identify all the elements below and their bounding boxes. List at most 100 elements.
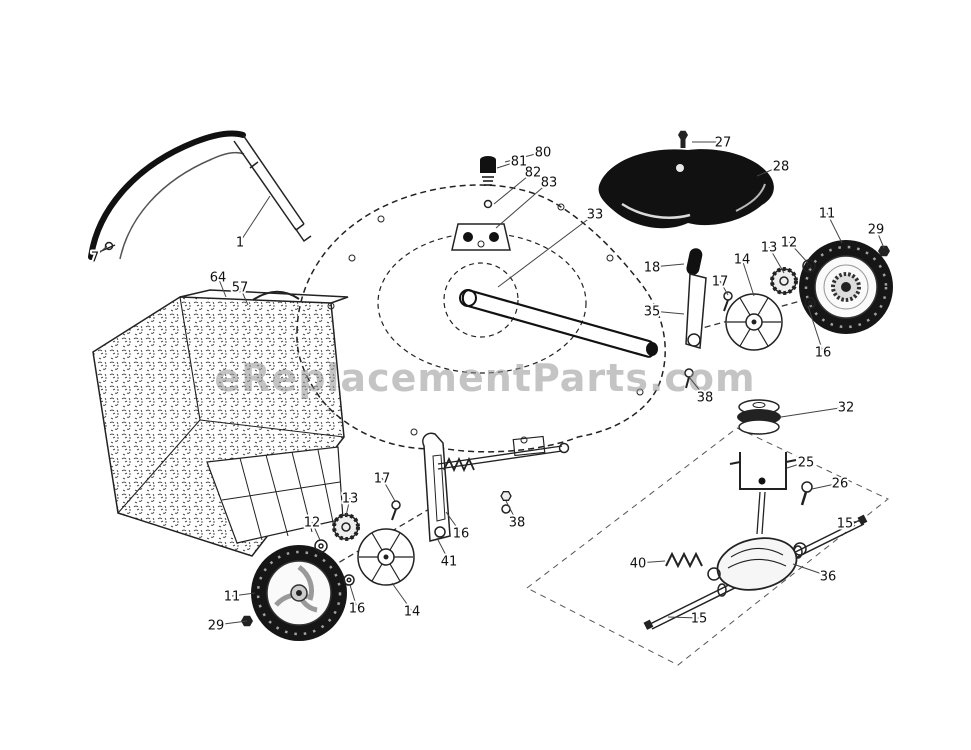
upper-handle <box>88 130 246 260</box>
carb-fitting-stack <box>480 156 496 209</box>
callout-leader <box>756 165 782 177</box>
left-washer-16 <box>343 574 355 586</box>
left-wheel <box>251 545 347 641</box>
callout-leader <box>217 276 227 298</box>
right-washer-12 <box>802 259 816 273</box>
callout-leader <box>651 310 685 315</box>
left-gear-13 <box>332 513 360 541</box>
right-washer-16 <box>804 297 816 309</box>
callout-label: 16 <box>349 602 366 617</box>
callout-leader <box>719 280 729 296</box>
callout-leader <box>875 228 885 249</box>
callout-leader <box>505 500 518 523</box>
callout-label: 35 <box>644 305 661 320</box>
callout-label: 80 <box>535 146 552 161</box>
callout-label: 14 <box>404 605 421 620</box>
spring-40 <box>665 551 703 569</box>
callout-label: 82 <box>525 166 542 181</box>
callout-leader <box>495 181 550 229</box>
callout-leader <box>345 497 351 517</box>
callout-leader <box>94 245 108 258</box>
callout-leader <box>768 246 785 274</box>
callout-label: 12 <box>781 236 798 251</box>
callout-leader <box>826 212 843 244</box>
left-bolt-17 <box>391 500 401 521</box>
right-gear-13 <box>770 267 798 295</box>
drive-belt <box>459 288 658 359</box>
callout-leader <box>780 406 847 418</box>
callout-leader <box>239 195 271 243</box>
callout-leader <box>741 258 755 297</box>
callout-label: 26 <box>832 477 849 492</box>
callout-leader <box>349 584 358 609</box>
callout-label: 81 <box>511 155 528 170</box>
callout-leader <box>844 520 861 524</box>
bracket-25 <box>729 452 797 535</box>
callout-label: 16 <box>453 527 470 542</box>
callout-leader <box>497 213 596 288</box>
callout-label: 18 <box>644 261 661 276</box>
callout-label: 29 <box>868 223 885 238</box>
engine-cover <box>598 149 774 229</box>
callout-leader <box>504 151 544 163</box>
callout-label: 1 <box>236 236 244 251</box>
callout-label: 41 <box>441 555 458 570</box>
callout-leader <box>391 582 413 612</box>
callout-leader <box>445 511 462 534</box>
callout-leader <box>239 286 249 306</box>
callout-leader <box>811 482 841 490</box>
callout-leader <box>381 477 396 502</box>
callout-leader <box>788 241 809 264</box>
callout-label: 16 <box>815 346 832 361</box>
callout-label: 13 <box>761 241 778 256</box>
callout-label: 64 <box>210 271 227 286</box>
callout-label: 15 <box>691 612 708 627</box>
callout-leader <box>311 521 321 541</box>
callout-label: 27 <box>715 136 732 151</box>
gearbox <box>707 537 807 591</box>
callout-label: 17 <box>374 472 391 487</box>
callout-label: 12 <box>304 516 321 531</box>
callout-label: 40 <box>630 557 647 572</box>
callout-label: 11 <box>224 590 241 605</box>
callout-label: 17 <box>712 275 729 290</box>
callout-leader <box>231 592 256 597</box>
cover-bolt <box>678 130 688 148</box>
right-adjuster-disc-14 <box>725 293 783 351</box>
callout-leader <box>215 620 248 626</box>
callout-leader <box>688 376 706 398</box>
callout-label: 33 <box>587 208 604 223</box>
callout-label: 32 <box>838 401 855 416</box>
right-bolt-17 <box>723 291 733 312</box>
rod-nut-38-left <box>500 491 512 514</box>
watermark: eReplacementParts.com <box>214 356 755 400</box>
callout-label: 25 <box>798 456 815 471</box>
engine-pulley-32 <box>737 399 781 435</box>
callout-label: 29 <box>208 619 225 634</box>
adjuster-rod <box>437 442 570 473</box>
left-washer-12 <box>314 539 328 553</box>
right-wheel <box>799 240 893 334</box>
grass-bag <box>92 289 349 557</box>
callout-label: 13 <box>342 492 359 507</box>
bracket-bolt-26 <box>800 481 813 506</box>
height-adjust-lever <box>685 248 707 349</box>
callout-label: 38 <box>697 391 714 406</box>
callout-leader <box>493 171 534 205</box>
bracket-41 <box>422 432 451 542</box>
callout-label: 28 <box>773 160 790 175</box>
callout-leader <box>651 263 685 268</box>
callout-leader <box>807 305 824 353</box>
right-wheel-bolt <box>878 245 890 257</box>
callout-leader <box>792 563 829 577</box>
left-adjuster-disc-14 <box>357 528 415 586</box>
callout-label: 38 <box>509 516 526 531</box>
callout-label: 15 <box>837 517 854 532</box>
callout-label: 14 <box>734 253 751 268</box>
callout-leader <box>496 160 520 169</box>
callout-leader <box>436 537 450 562</box>
callout-label: 57 <box>232 281 249 296</box>
